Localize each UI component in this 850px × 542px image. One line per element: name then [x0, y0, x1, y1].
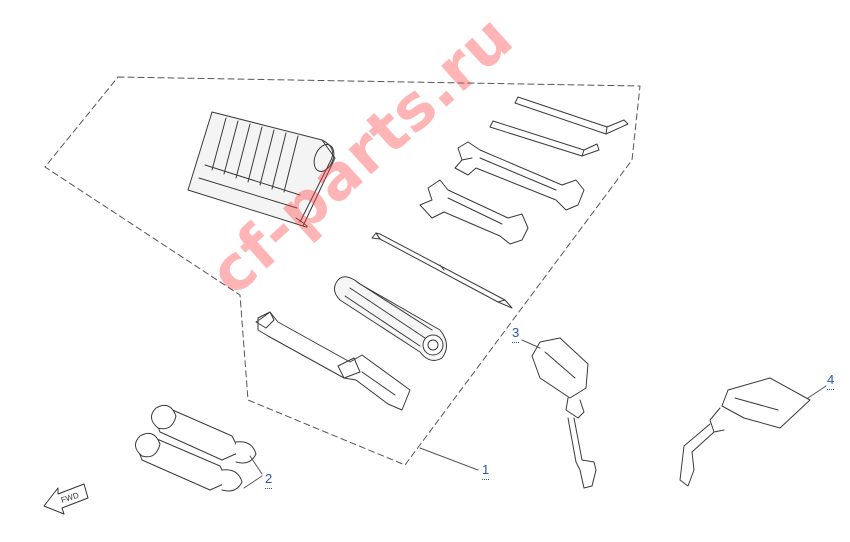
screwdriver-blade — [371, 232, 513, 309]
callout-2[interactable]: 2 — [265, 471, 273, 489]
leader-1 — [419, 447, 479, 471]
wrench-upper — [454, 141, 585, 211]
wrench-lower — [419, 179, 529, 245]
leader-3 — [521, 339, 541, 349]
mirror-left — [531, 337, 597, 489]
callout-1[interactable]: 1 — [482, 462, 490, 480]
allen-key-small — [489, 120, 600, 157]
hand-grip-upper — [151, 404, 257, 464]
hand-grip-lower — [135, 432, 243, 492]
leader-2 — [243, 455, 263, 489]
toolkit-boundary — [44, 76, 641, 466]
mirror-right — [679, 377, 811, 487]
callout-4[interactable]: 4 — [827, 372, 835, 390]
screwdriver-handle — [334, 276, 447, 361]
spark-plug-wrench — [255, 311, 411, 411]
leader-4 — [807, 385, 827, 399]
fwd-arrow-icon: FWD — [43, 483, 89, 515]
callout-3[interactable]: 3 — [512, 325, 520, 343]
tool-pouch — [187, 111, 336, 228]
allen-key-large — [514, 96, 629, 135]
